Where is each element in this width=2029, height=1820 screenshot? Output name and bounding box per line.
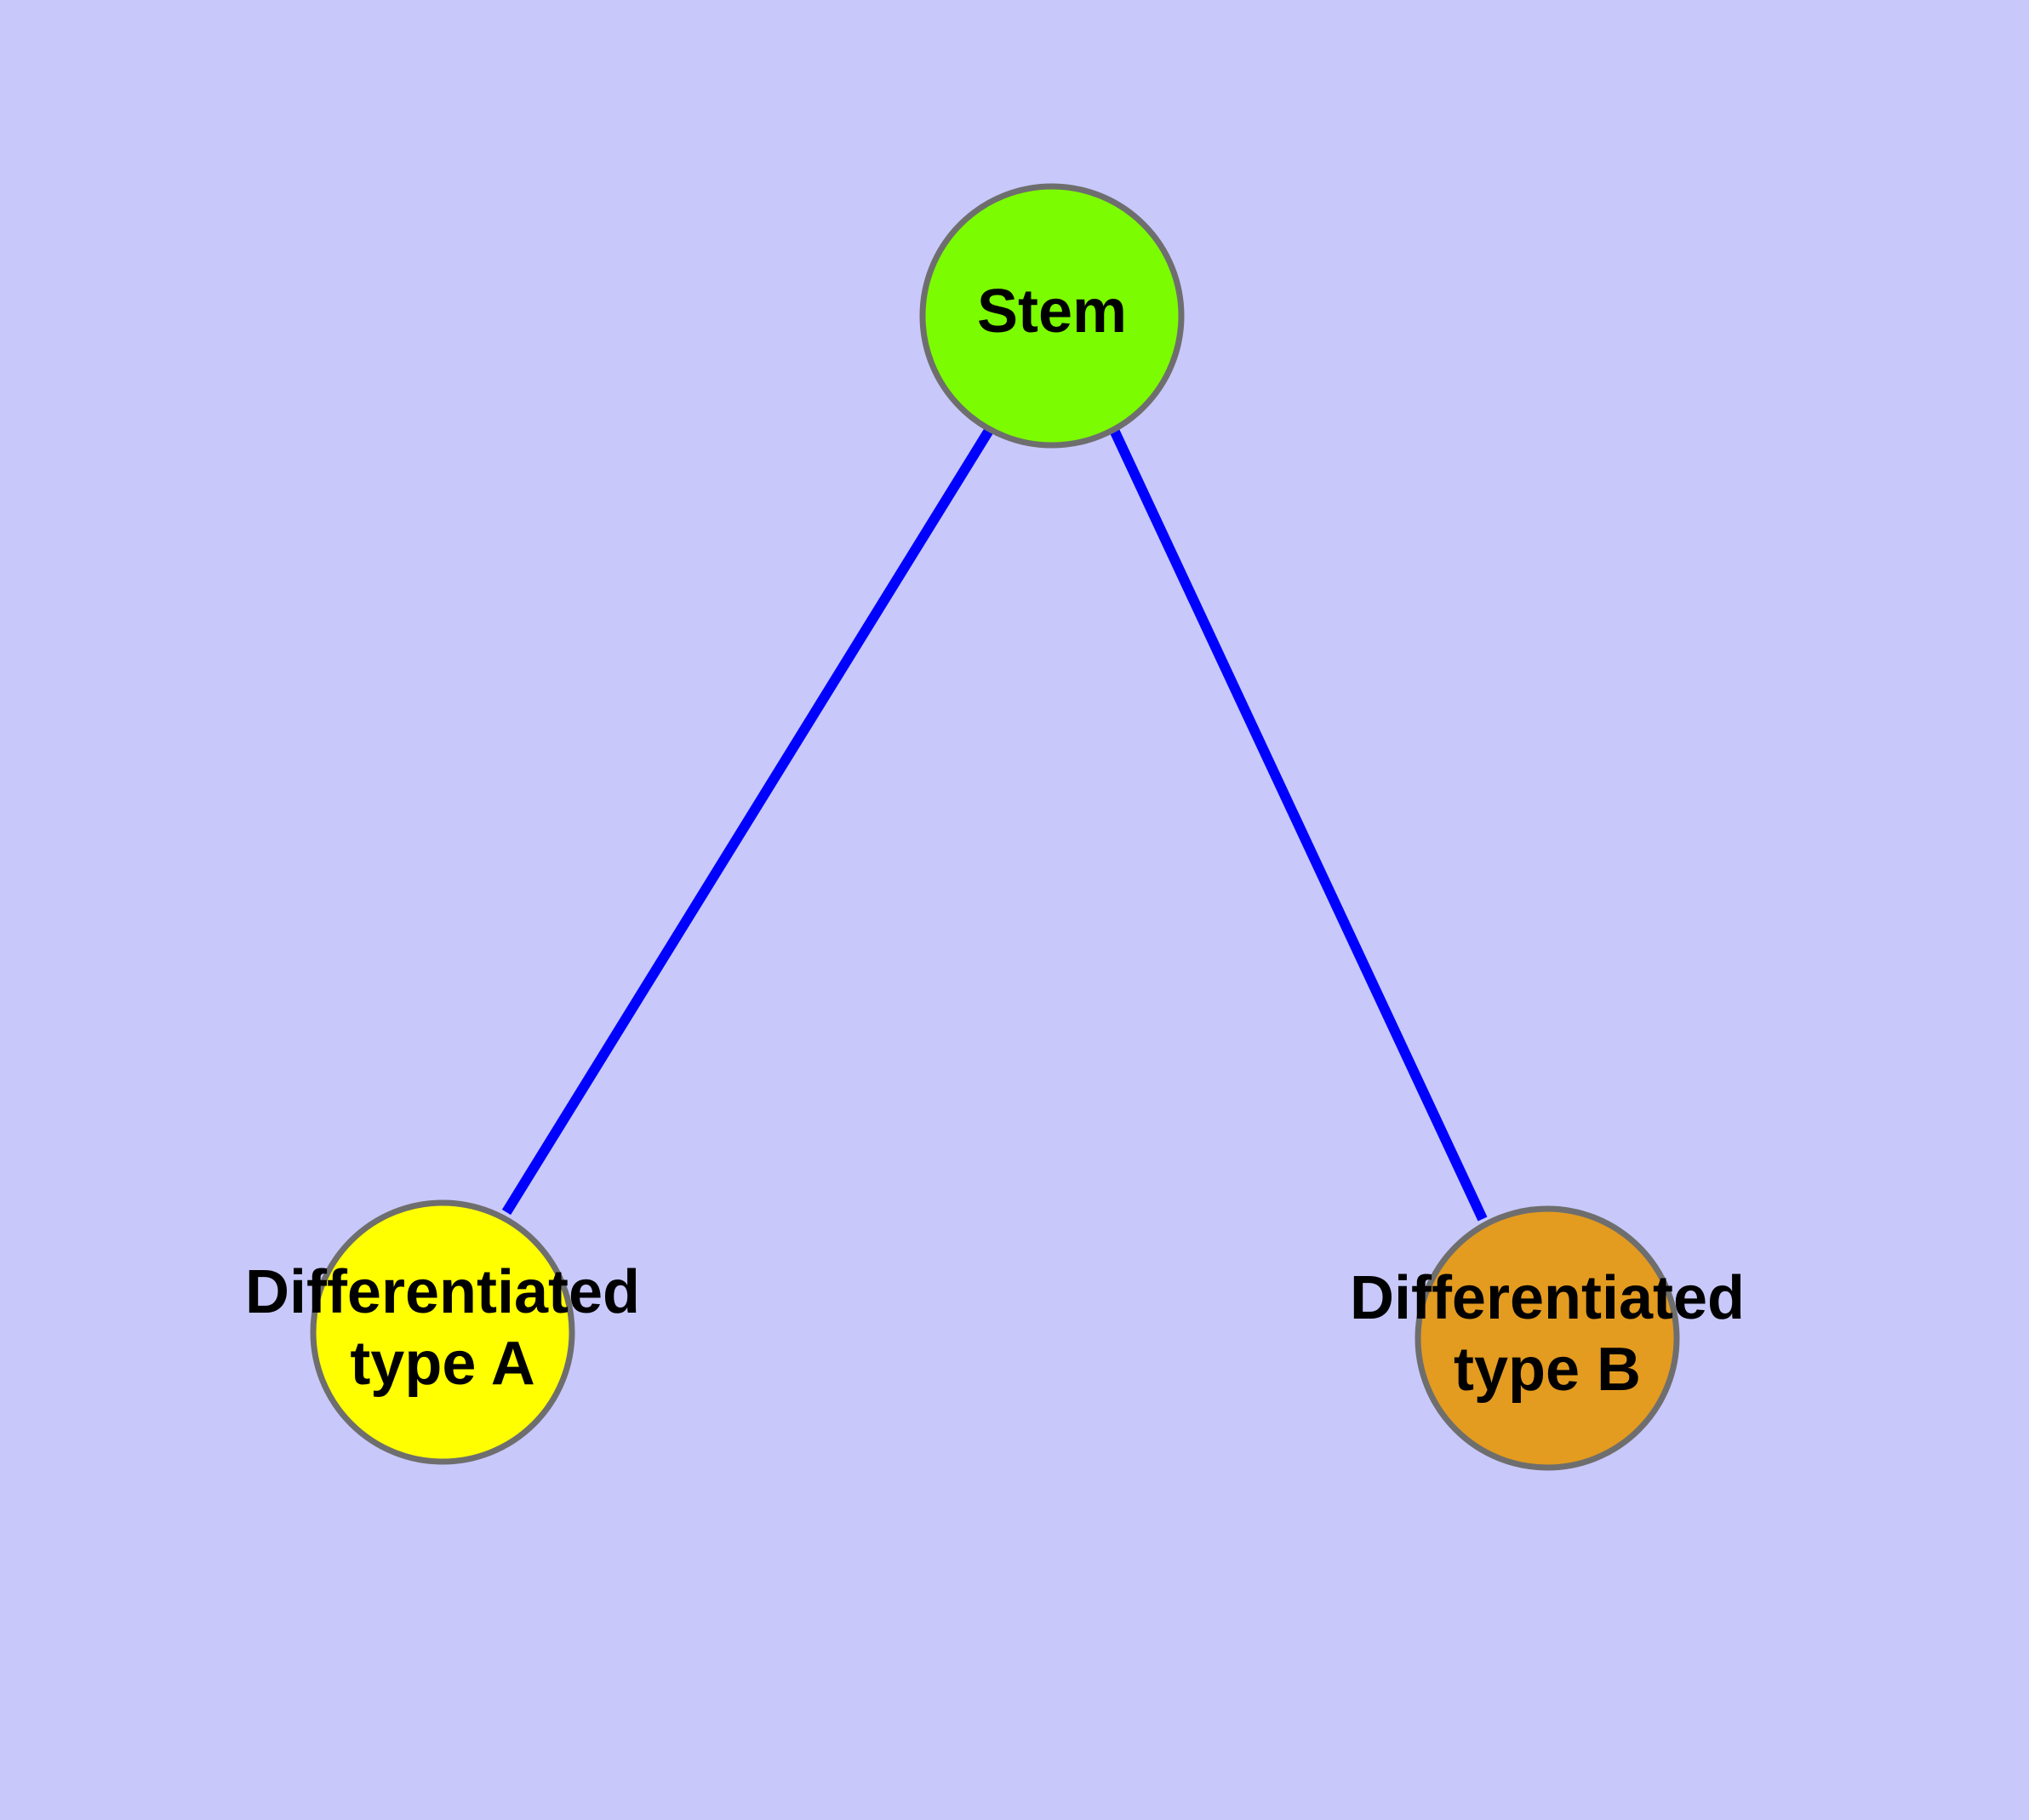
graph-edge-stem-to-diff-a [501,426,995,1216]
graph-node-label-line: Differentiated [245,1258,640,1326]
graph-edge-stem-to-diff-b [1108,426,1488,1222]
graph-node-label-line: Differentiated [1350,1264,1745,1332]
edges-group [501,426,1488,1222]
graph-node-label-line: Stem [977,278,1127,346]
graph-node-diff-b[interactable] [1415,1205,1680,1471]
graph-node-label-line: type B [1454,1336,1641,1404]
nodes-group [310,183,1680,1471]
graph-node-label-stem: Stem [977,278,1127,346]
graph-node-label-line: type A [350,1330,534,1398]
graph-node-diff-a[interactable] [310,1199,575,1465]
graph-node-stem[interactable] [919,183,1185,449]
